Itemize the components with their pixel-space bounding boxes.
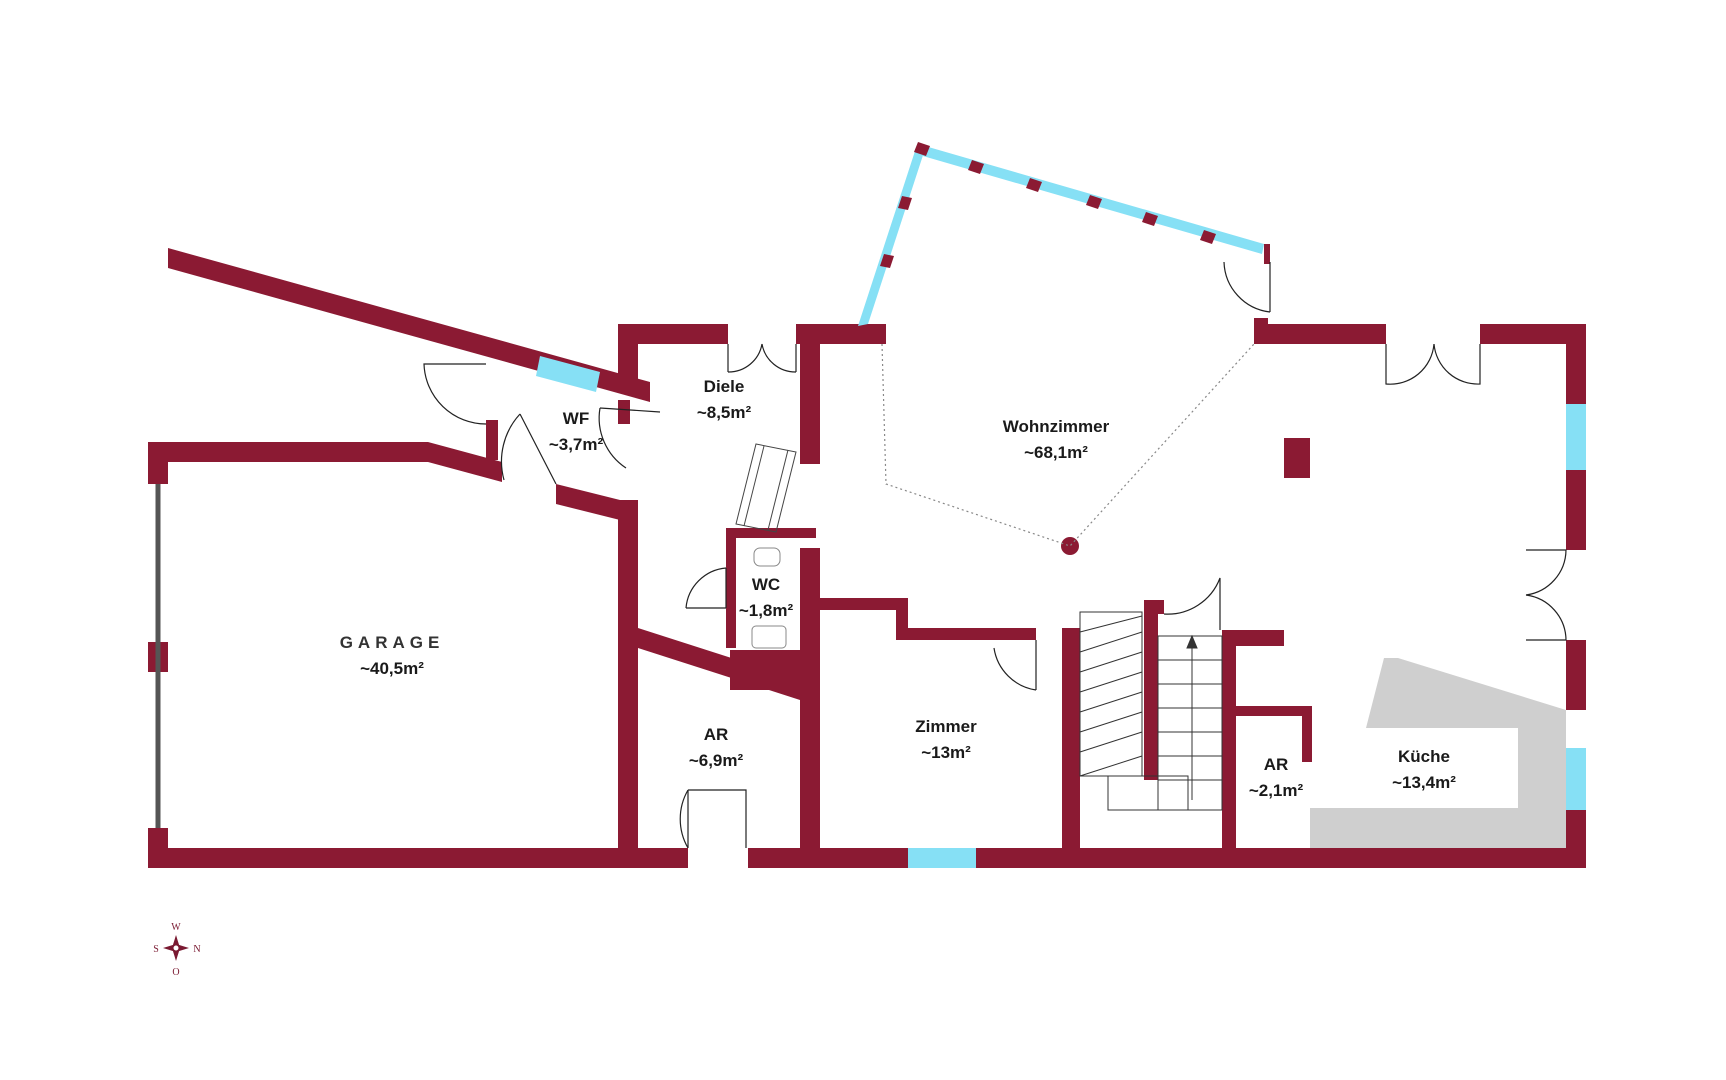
- wf-area: ~3,7m²: [549, 435, 604, 454]
- stair-shaft: [735, 443, 797, 533]
- compass-rose-icon: W O S N: [153, 922, 200, 978]
- garage-name: GARAGE: [340, 633, 445, 652]
- compass-top-letter: W: [171, 922, 181, 933]
- wc-name: WC: [752, 575, 780, 594]
- toilet-icon: [751, 547, 787, 649]
- ar-right-name: AR: [1264, 755, 1289, 774]
- doors: [423, 261, 1567, 849]
- wf-name: WF: [563, 409, 589, 428]
- room-labels: GARAGE ~40,5m² WF ~3,7m² Diele ~8,5m² Wo…: [340, 377, 1457, 800]
- staircase: [1079, 611, 1223, 811]
- diele-area: ~8,5m²: [697, 403, 752, 422]
- kueche-area: ~13,4m²: [1392, 773, 1456, 792]
- ar-left-name: AR: [704, 725, 729, 744]
- compass-left-letter: S: [153, 944, 159, 955]
- wc-area: ~1,8m²: [739, 601, 794, 620]
- walls: [148, 244, 1586, 868]
- bay-projection-lines: [881, 343, 1255, 547]
- zimmer-area: ~13m²: [921, 743, 971, 762]
- kueche-name: Küche: [1398, 747, 1450, 766]
- compass-right-letter: N: [193, 944, 200, 955]
- compass-bottom-letter: O: [172, 967, 179, 978]
- kitchen-counter: [1310, 658, 1566, 848]
- garage-area: ~40,5m²: [360, 659, 424, 678]
- window-mullions: [880, 142, 1216, 268]
- ar-left-area: ~6,9m²: [689, 751, 744, 770]
- ar-right-area: ~2,1m²: [1249, 781, 1304, 800]
- zimmer-name: Zimmer: [915, 717, 977, 736]
- diele-name: Diele: [704, 377, 745, 396]
- wohnzimmer-area: ~68,1m²: [1024, 443, 1088, 462]
- wohnzimmer-name: Wohnzimmer: [1003, 417, 1110, 436]
